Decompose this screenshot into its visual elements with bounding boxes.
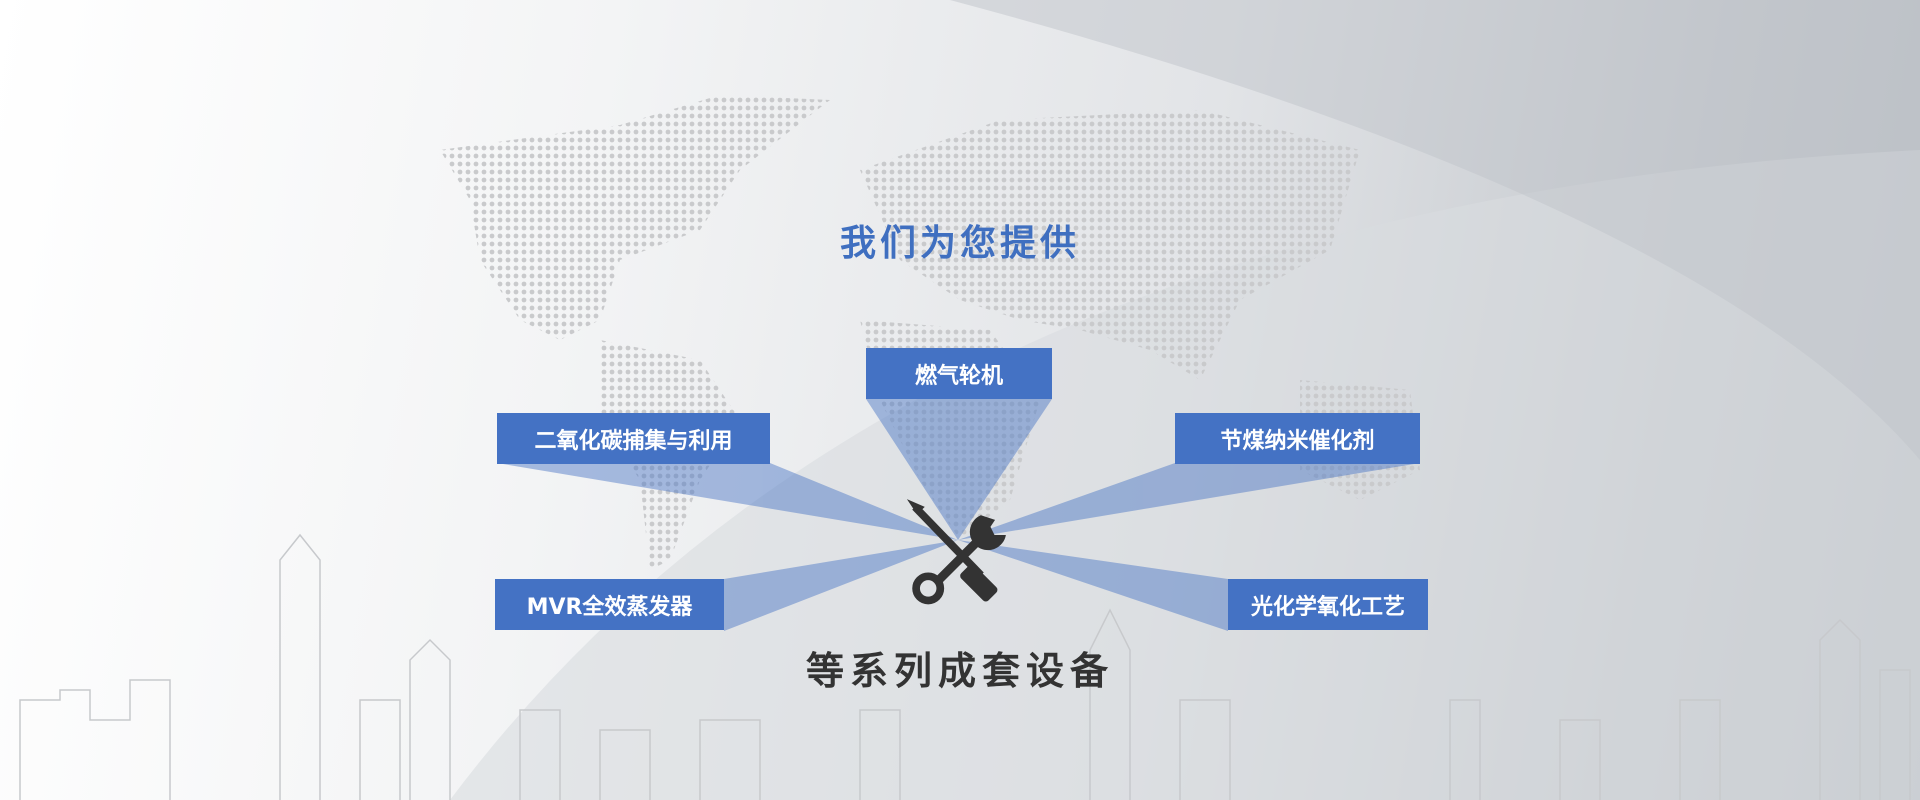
city-skyline bbox=[19, 533, 1911, 800]
product-nano-catalyst[interactable]: 节煤纳米催化剂 bbox=[1175, 413, 1420, 464]
product-photochemical-oxidation[interactable]: 光化学氧化工艺 bbox=[1228, 579, 1428, 630]
product-mvr-evaporator[interactable]: MVR全效蒸发器 bbox=[495, 579, 724, 630]
tools-icon bbox=[906, 499, 1006, 605]
product-co2-capture[interactable]: 二氧化碳捕集与利用 bbox=[497, 413, 770, 464]
footer-heading: 等系列成套设备 bbox=[805, 649, 1114, 693]
product-gas-turbine[interactable]: 燃气轮机 bbox=[866, 348, 1052, 399]
beams bbox=[497, 399, 1420, 631]
heading: 我们为您提供 bbox=[839, 223, 1080, 264]
